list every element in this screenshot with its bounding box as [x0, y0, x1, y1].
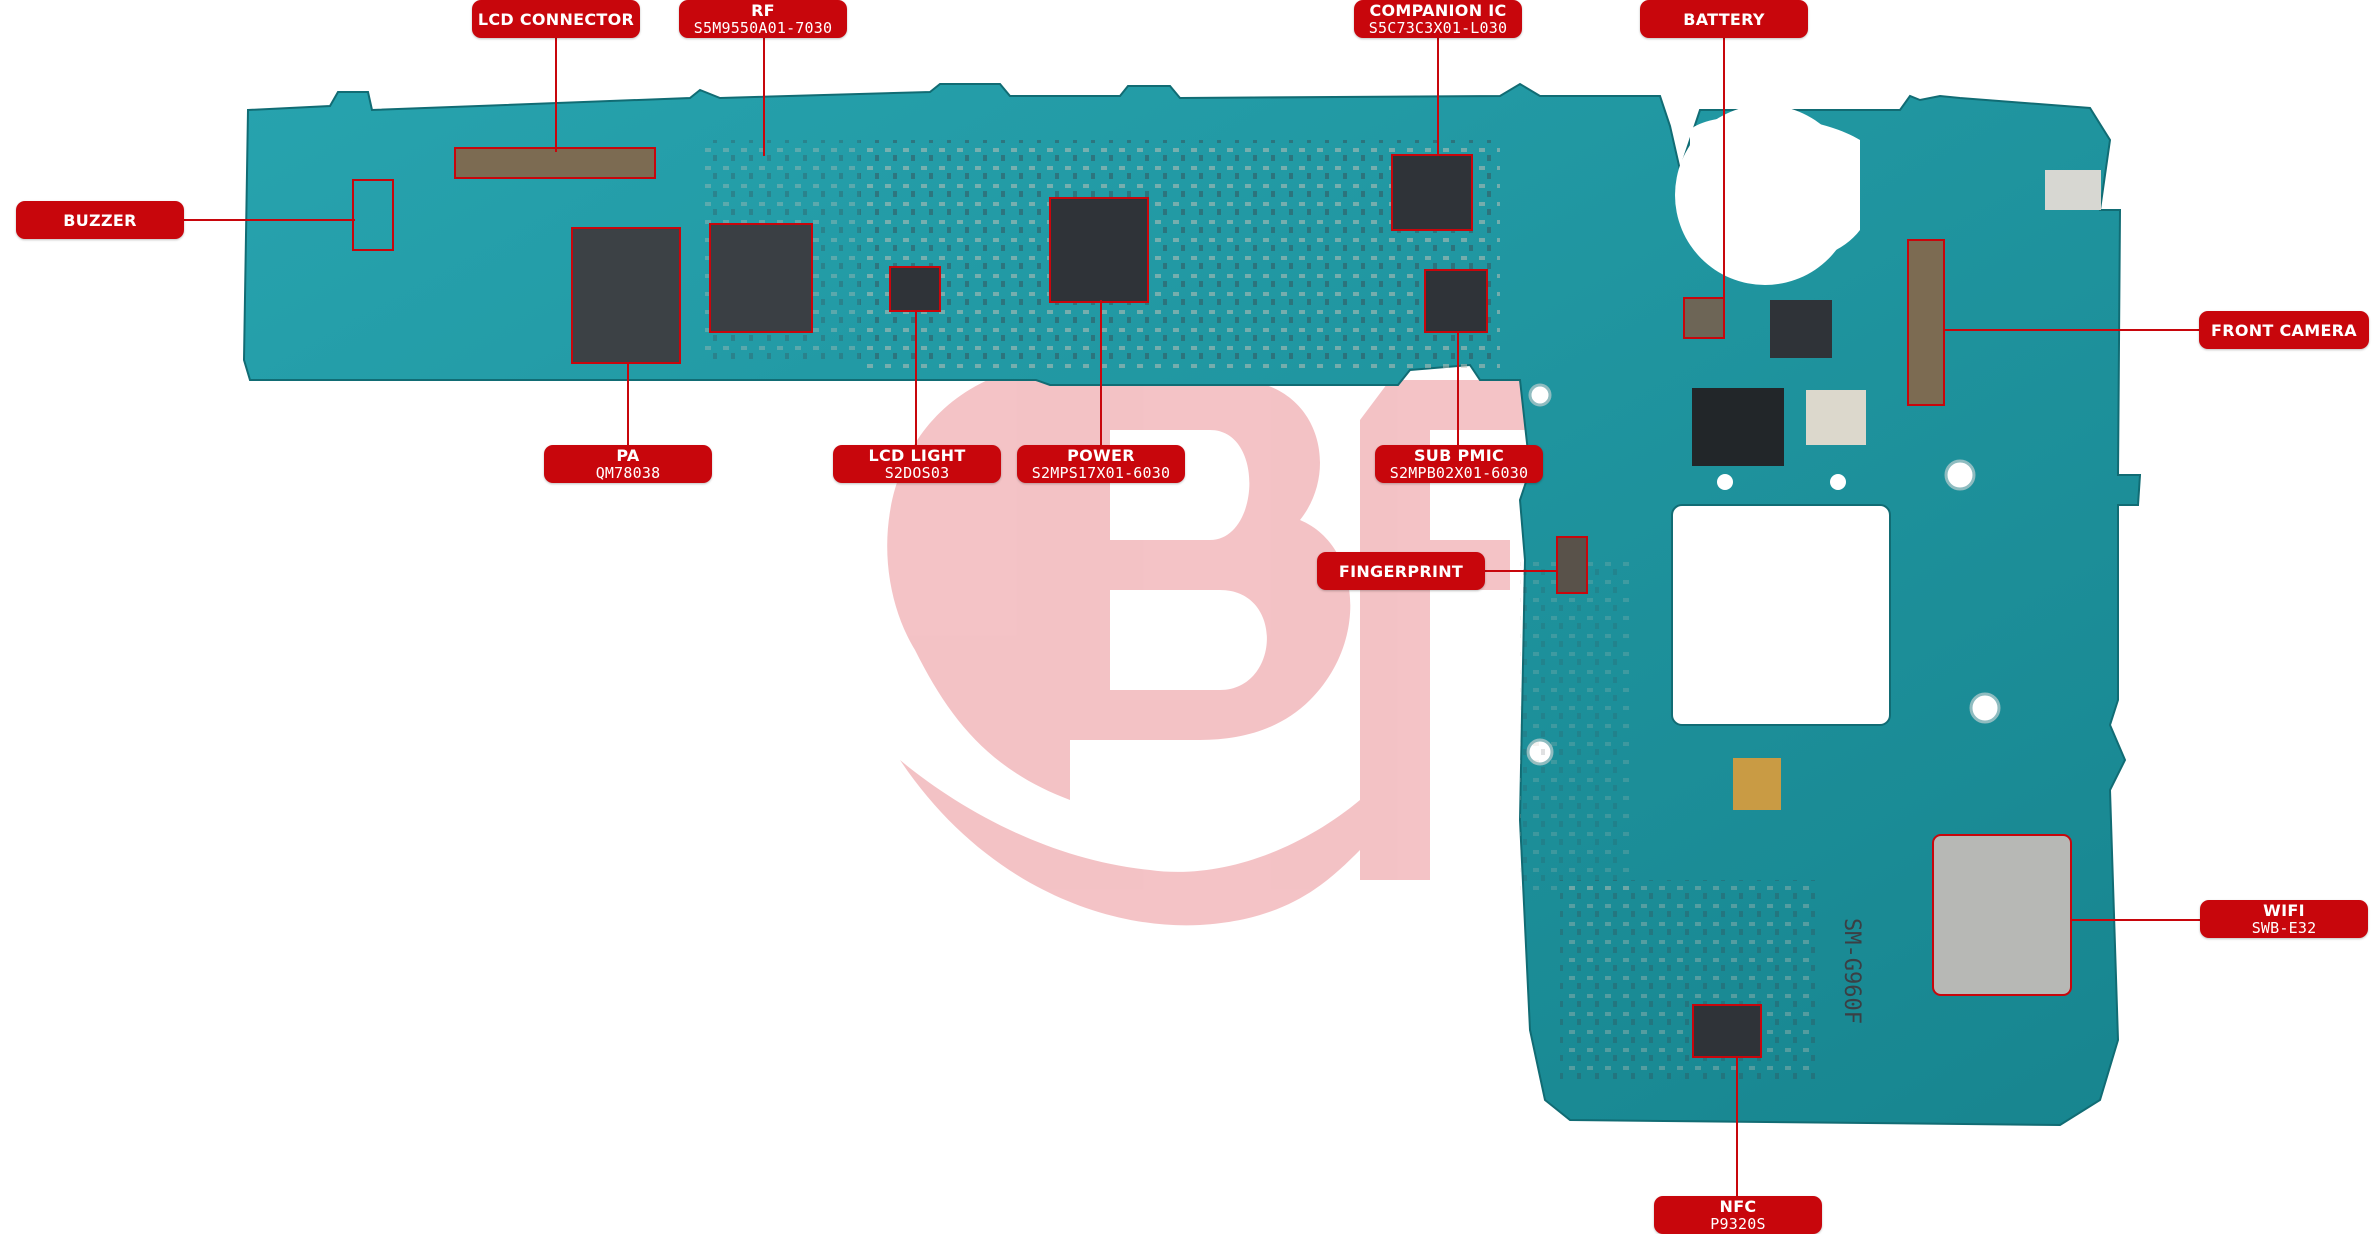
callout-title: WIFI [2263, 901, 2305, 920]
callout-power: POWER S2MPS17X01-6030 [1017, 445, 1185, 483]
callout-part-number: S2MPS17X01-6030 [1031, 464, 1171, 482]
leader-front-camera [1944, 329, 2200, 331]
leader-rf [763, 36, 765, 156]
callout-title: POWER [1067, 446, 1135, 465]
callout-title: BATTERY [1683, 9, 1765, 29]
leader-lcd-light [915, 310, 917, 446]
callout-title: SUB PMIC [1413, 446, 1505, 465]
callout-part-number: S5C73C3X01-L030 [1368, 19, 1508, 37]
callout-fingerprint: FINGERPRINT [1317, 552, 1485, 590]
callout-companion-ic: COMPANION IC S5C73C3X01-L030 [1354, 0, 1522, 38]
callout-title: PA [616, 446, 640, 465]
leader-lcd-connector [555, 36, 557, 152]
callout-part-number: S2MPB02X01-6030 [1389, 464, 1529, 482]
leader-buzzer [183, 219, 355, 221]
callout-rf: RF S5M9550A01-7030 [679, 0, 847, 38]
callout-part-number: P9320S [1710, 1215, 1766, 1233]
callout-part-number: S5M9550A01-7030 [693, 19, 833, 37]
leader-pa [627, 362, 629, 446]
callout-front-camera: FRONT CAMERA [2199, 311, 2369, 349]
callout-lcd-light: LCD LIGHT S2DOS03 [833, 445, 1001, 483]
callout-title: FRONT CAMERA [2210, 320, 2357, 340]
callout-title: FINGERPRINT [1338, 561, 1464, 581]
callout-buzzer: BUZZER [16, 201, 184, 239]
callout-title: COMPANION IC [1369, 1, 1507, 20]
callout-part-number: S2DOS03 [884, 464, 950, 482]
callout-wifi: WIFI SWB-E32 [2200, 900, 2368, 938]
leader-companion-ic [1437, 36, 1439, 156]
callout-title: LCD LIGHT [868, 446, 966, 465]
leader-nfc [1736, 1057, 1738, 1197]
leader-sub-pmic [1457, 332, 1459, 446]
callout-part-number: QM78038 [595, 464, 661, 482]
callout-sub-pmic: SUB PMIC S2MPB02X01-6030 [1375, 445, 1543, 483]
leader-wifi [2071, 919, 2201, 921]
callout-title: LCD CONNECTOR [477, 9, 635, 29]
callout-part-number: SWB-E32 [2251, 919, 2317, 937]
svg-text:SM-G960F: SM-G960F [1839, 918, 1864, 1024]
leader-power [1100, 300, 1102, 446]
callout-pa: PA QM78038 [544, 445, 712, 483]
leader-fingerprint [1485, 570, 1557, 572]
leader-battery [1723, 36, 1725, 298]
callout-nfc: NFC P9320S [1654, 1196, 1822, 1234]
callout-title: BUZZER [63, 210, 137, 230]
callout-title: RF [751, 1, 775, 20]
callout-lcd-connector: LCD CONNECTOR [472, 0, 640, 38]
callout-title: NFC [1719, 1197, 1757, 1216]
pcb-board: SM-G960F [242, 82, 2142, 1127]
callout-battery: BATTERY [1640, 0, 1808, 38]
